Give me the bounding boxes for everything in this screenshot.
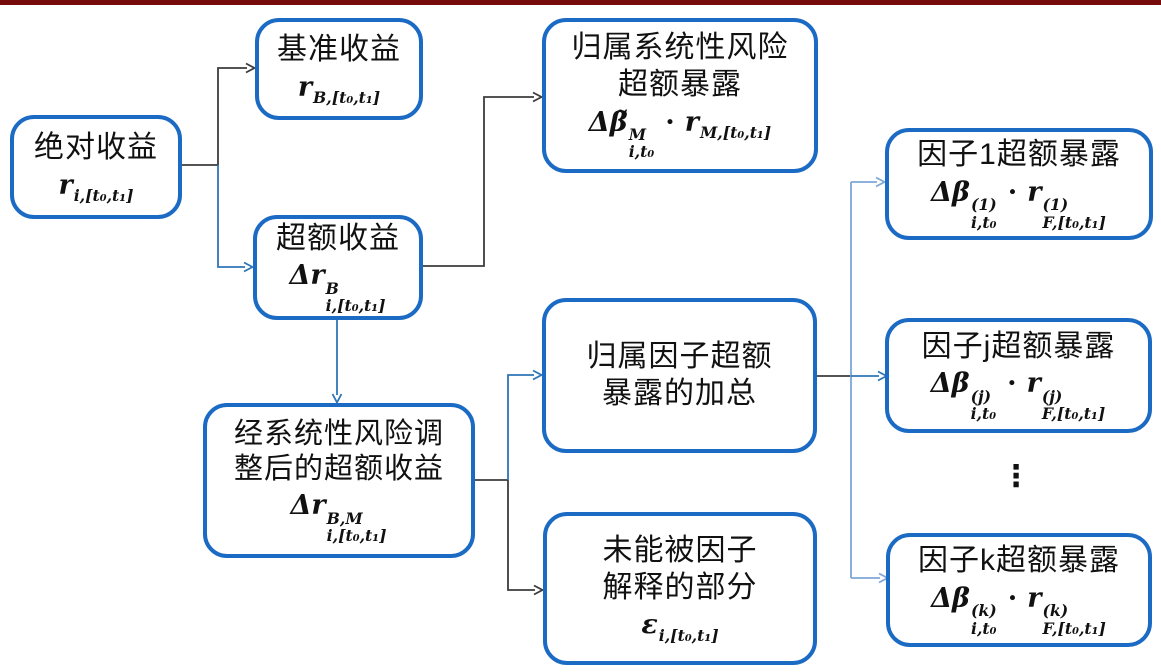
top-accent-bar (0, 0, 1161, 5)
node-label: 绝对收益 (34, 131, 158, 165)
node-factor-1-exposure: 因子1超额暴露 Δβ(1)i,t₀ ⋅ r(1)F,[t₀,t₁] (885, 128, 1153, 240)
node-label: 因子j超额暴露 (921, 329, 1116, 363)
node-label: 未能被因子解释的部分 (602, 534, 758, 604)
node-formula: ri,[t₀,t₁] (58, 169, 134, 205)
node-formula: rB,[t₀,t₁] (297, 71, 381, 107)
node-label: 归属因子超额暴露的加总 (586, 339, 773, 410)
node-formula: εi,[t₀,t₁] (641, 609, 719, 645)
connector-adjusted-to-unexplained (507, 480, 545, 596)
connector-absolute-to-excess (217, 165, 255, 273)
node-label: 归属系统性风险超额暴露 (571, 31, 789, 101)
node-label: 经系统性风险调整后的超额收益 (233, 417, 444, 485)
node-unexplained-residual: 未能被因子解释的部分 εi,[t₀,t₁] (543, 512, 817, 665)
connector-adjusted-to-factorsum (507, 369, 544, 480)
node-label: 因子k超额暴露 (918, 544, 1120, 578)
node-factor-exposure-sum: 归属因子超额暴露的加总 (542, 298, 817, 453)
node-label: 基准收益 (277, 33, 401, 67)
node-factor-k-exposure: 因子k超额暴露 Δβ(k)i,t₀ ⋅ r(k)F,[t₀,t₁] (886, 533, 1152, 647)
node-formula: Δβ(k)i,t₀ ⋅ r(k)F,[t₀,t₁] (931, 582, 1106, 638)
node-label: 因子1超额暴露 (917, 138, 1121, 172)
vertical-ellipsis: ⋮ (1001, 459, 1031, 494)
connector-absolute-to-benchmark (217, 62, 257, 165)
node-absolute-return: 绝对收益 ri,[t₀,t₁] (10, 115, 182, 219)
node-factor-j-exposure: 因子j超额暴露 Δβ(j)i,t₀ ⋅ r(j)F,[t₀,t₁] (885, 318, 1152, 433)
connector-excess-to-systematic (423, 91, 544, 267)
node-benchmark-return: 基准收益 rB,[t₀,t₁] (255, 18, 423, 120)
node-formula: Δβ(1)i,t₀ ⋅ r(1)F,[t₀,t₁] (931, 176, 1106, 232)
node-label: 超额收益 (276, 221, 400, 255)
node-formula: Δβ(j)i,t₀ ⋅ r(j)F,[t₀,t₁] (930, 368, 1106, 424)
